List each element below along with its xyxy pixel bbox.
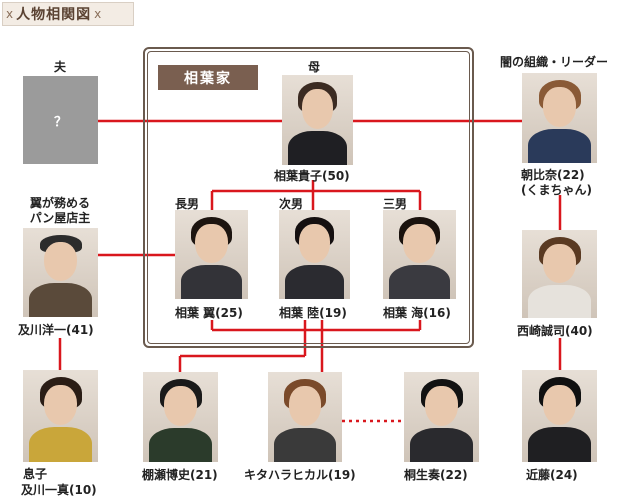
- son1-name: 相葉 翼(25): [175, 304, 243, 321]
- kiryu-name: 桐生奏(22): [404, 466, 468, 483]
- kitahara-photo: [268, 372, 342, 462]
- oikawa-role-2: パン屋店主: [20, 209, 100, 226]
- diagram-title: ⅹ 人物相関図 ⅹ: [2, 2, 134, 26]
- kondo-photo: [522, 370, 597, 462]
- child-role: 息子: [23, 465, 47, 482]
- ornament-left-icon: ⅹ: [6, 7, 13, 21]
- family-label: 相葉家: [158, 65, 258, 90]
- mother-name: 相葉貴子(50): [274, 167, 350, 184]
- tanase-photo: [143, 372, 218, 462]
- son2-name: 相葉 陸(19): [279, 304, 347, 321]
- kitahara-name: キタハラヒカル(19): [244, 466, 356, 483]
- child-photo: [23, 370, 98, 462]
- husband-role: 夫: [50, 58, 70, 75]
- child-name: 及川一真(10): [21, 481, 97, 498]
- husband-photo: ？: [23, 76, 98, 164]
- son2-photo: [279, 210, 350, 299]
- mother-role: 母: [306, 58, 322, 75]
- leader-nickname: (くまちゃん): [521, 181, 592, 198]
- son3-name: 相葉 海(16): [383, 304, 451, 321]
- mother-photo: [282, 75, 353, 165]
- kiryu-photo: [404, 372, 479, 462]
- nishizaki-name: 西崎誠司(40): [517, 322, 593, 339]
- son1-photo: [175, 210, 248, 299]
- unknown-mark: ？: [54, 111, 67, 130]
- oikawa-photo: [23, 228, 98, 317]
- son3-photo: [383, 210, 456, 299]
- leader-role: 闇の組織・リーダー: [500, 53, 608, 70]
- ornament-right-icon: ⅹ: [94, 7, 101, 21]
- oikawa-name: 及川洋一(41): [18, 321, 94, 338]
- nishizaki-photo: [522, 230, 597, 318]
- tanase-name: 棚瀬博史(21): [142, 466, 218, 483]
- leader-photo: [522, 73, 597, 163]
- title-text: 人物相関図: [16, 4, 91, 24]
- kondo-name: 近藤(24): [526, 466, 578, 483]
